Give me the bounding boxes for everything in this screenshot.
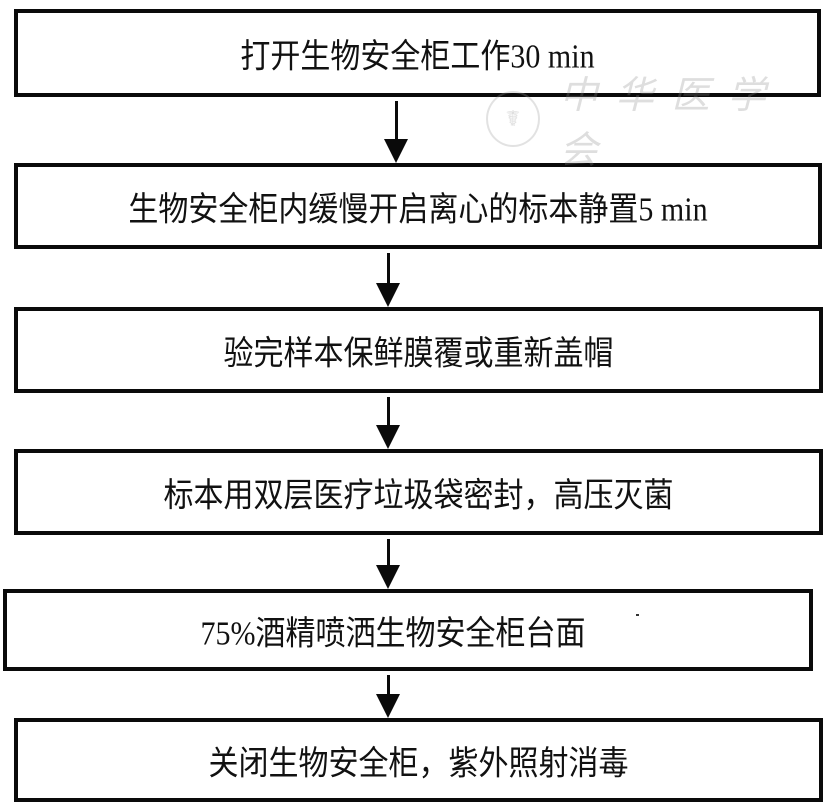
arrow-shaft — [387, 539, 390, 569]
connector-arrow-4 — [376, 539, 400, 589]
connector-arrow-1 — [384, 101, 408, 163]
flow-step-2-label: 生物安全柜内缓慢开启离心的标本静置5 min — [128, 191, 708, 229]
flow-step-2: 生物安全柜内缓慢开启离心的标本静置5 min — [14, 163, 822, 249]
flow-step-5: 75%酒精喷洒生物安全柜台面 — [3, 589, 813, 671]
flow-step-3-label: 验完样本保鲜膜覆或重新盖帽 — [223, 335, 614, 373]
stray-mark — [636, 614, 639, 616]
arrow-shaft — [395, 101, 398, 143]
connector-arrow-5 — [376, 675, 400, 718]
flow-step-1-label: 打开生物安全柜工作30 min — [240, 38, 595, 76]
flow-step-6-label: 关闭生物安全柜，紫外照射消毒 — [208, 745, 629, 783]
arrow-shaft — [387, 253, 390, 287]
flow-step-3: 验完样本保鲜膜覆或重新盖帽 — [14, 307, 823, 393]
society-seal-icon: ☤ — [486, 91, 540, 147]
arrow-down-icon — [376, 283, 400, 307]
arrow-down-icon — [384, 139, 408, 163]
flow-step-6: 关闭生物安全柜，紫外照射消毒 — [14, 718, 823, 802]
flow-step-1: 打开生物安全柜工作30 min — [14, 9, 821, 97]
flow-step-4: 标本用双层医疗垃圾袋密封，高压灭菌 — [14, 449, 823, 535]
connector-arrow-2 — [376, 253, 400, 307]
arrow-down-icon — [376, 694, 400, 718]
arrow-down-icon — [376, 425, 400, 449]
arrow-shaft — [387, 675, 390, 698]
arrow-down-icon — [376, 565, 400, 589]
flow-step-4-label: 标本用双层医疗垃圾袋密封，高压灭菌 — [163, 477, 674, 515]
connector-arrow-3 — [376, 397, 400, 449]
arrow-shaft — [387, 397, 390, 429]
flow-step-5-label: 75%酒精喷洒生物安全柜台面 — [200, 615, 586, 653]
